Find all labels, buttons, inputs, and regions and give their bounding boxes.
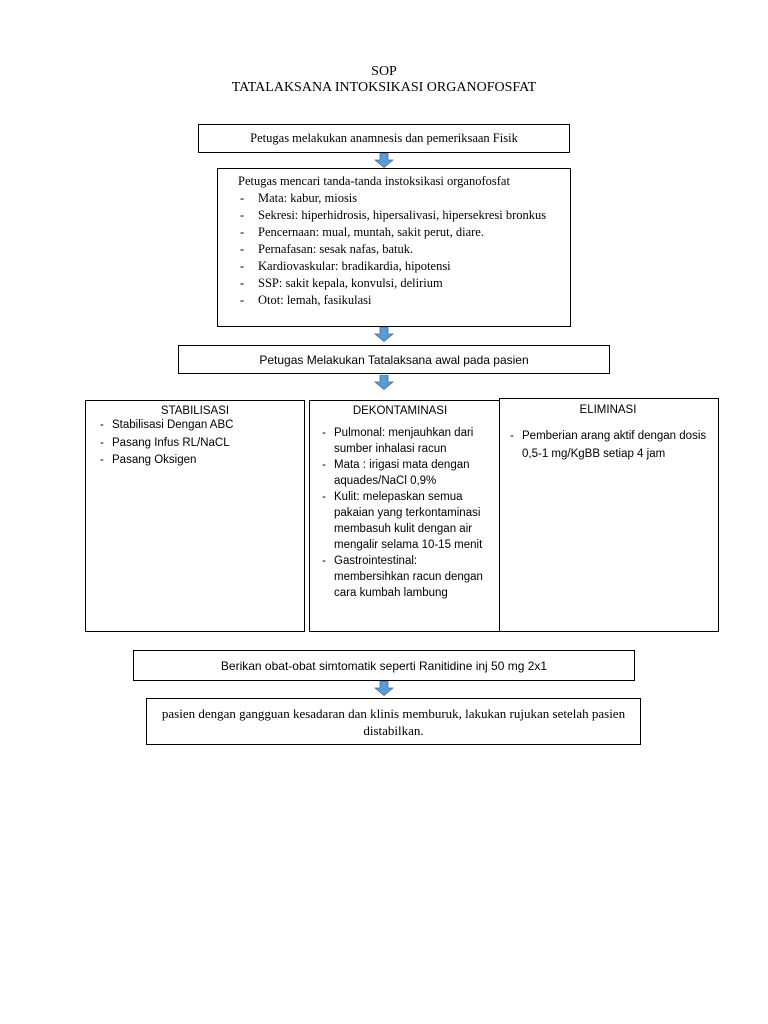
- step-initial-management: Petugas Melakukan Tatalaksana awal pada …: [178, 345, 610, 374]
- arrow-down-icon: [374, 153, 394, 168]
- list-item: Mata : irigasi mata dengan aquades/NaCl …: [320, 457, 492, 489]
- list-item: Kulit: melepaskan semua pakaian yang ter…: [320, 489, 492, 553]
- arrow-down-icon: [374, 681, 394, 696]
- stabilisasi-heading: STABILISASI: [160, 405, 230, 417]
- list-item: Pencernaan: mual, muntah, sakit perut, d…: [238, 224, 570, 241]
- signs-list: Mata: kabur, miosis Sekresi: hiperhidros…: [238, 190, 570, 309]
- step-referral: pasien dengan gangguan kesadaran dan kli…: [146, 698, 641, 745]
- list-item: Pasang Infus RL/NaCL: [98, 435, 304, 453]
- eliminasi-heading: ELIMINASI: [579, 404, 637, 416]
- box-dekontaminasi: DEKONTAMINASI Pulmonal: menjauhkan dari …: [309, 400, 500, 632]
- box-stabilisasi: STABILISASI Stabilisasi Dengan ABC Pasan…: [85, 400, 305, 632]
- list-item: Gastrointestinal: membersihkan racun den…: [320, 553, 492, 601]
- box-eliminasi: ELIMINASI Pemberian arang aktif dengan d…: [499, 398, 719, 632]
- step-anamnesis: Petugas melakukan anamnesis dan pemeriks…: [198, 124, 570, 153]
- step-symptomatic: Berikan obat-obat simtomatik seperti Ran…: [133, 650, 635, 681]
- list-item: Sekresi: hiperhidrosis, hipersalivasi, h…: [238, 207, 570, 224]
- list-item: Stabilisasi Dengan ABC: [98, 417, 304, 435]
- step-signs: Petugas mencari tanda-tanda instoksikasi…: [217, 168, 571, 327]
- list-item: Mata: kabur, miosis: [238, 190, 570, 207]
- list-item: SSP: sakit kepala, konvulsi, delirium: [238, 275, 570, 292]
- list-item: Pemberian arang aktif dengan dosis 0,5-1…: [508, 428, 708, 463]
- title-sop: SOP: [371, 64, 397, 79]
- list-item: Otot: lemah, fasikulasi: [238, 292, 570, 309]
- list-item: Pasang Oksigen: [98, 452, 304, 470]
- title-main: TATALAKSANA INTOKSIKASI ORGANOFOSFAT: [231, 80, 537, 95]
- arrow-down-icon: [374, 375, 394, 390]
- dekontaminasi-heading: DEKONTAMINASI: [352, 405, 448, 417]
- signs-heading: Petugas mencari tanda-tanda instoksikasi…: [238, 174, 510, 188]
- list-item: Pulmonal: menjauhkan dari sumber inhalas…: [320, 425, 492, 457]
- list-item: Kardiovaskular: bradikardia, hipotensi: [238, 258, 570, 275]
- list-item: Pernafasan: sesak nafas, batuk.: [238, 241, 570, 258]
- arrow-down-icon: [374, 327, 394, 342]
